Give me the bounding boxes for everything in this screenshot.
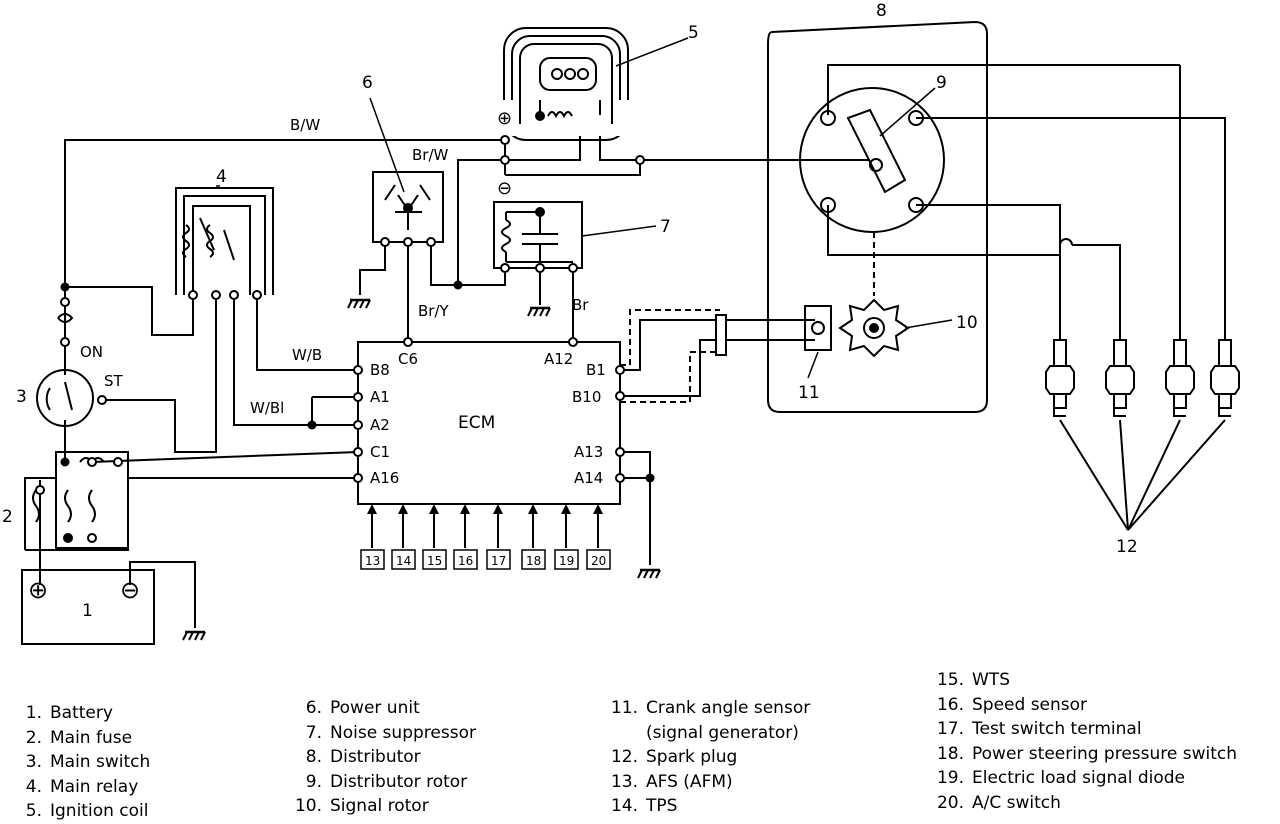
label-1: 1 (82, 601, 93, 621)
legend-column-1: 1.Battery 2.Main fuse 3.Main switch 4.Ma… (2, 701, 151, 824)
input-arrows (367, 504, 603, 514)
main-relay (175, 187, 274, 295)
legend-item: 5.Ignition coil (25, 801, 149, 821)
ecm-input-14: 14 (396, 554, 411, 568)
ecm-input-17: 17 (491, 554, 506, 568)
ecm-pin-c1: C1 (370, 443, 390, 461)
ignition-coil (500, 27, 640, 141)
legend-item: 9.Distributor rotor (305, 771, 468, 792)
power-unit (372, 171, 444, 243)
main-fuse (24, 451, 129, 551)
signal-rotor (838, 298, 910, 358)
spark-plugs (1045, 339, 1240, 417)
shield-connector (715, 314, 727, 356)
label-4: 4 (216, 167, 227, 187)
coil-minus: ⊖ (497, 178, 512, 199)
ecm-pin-a14: A14 (574, 469, 603, 487)
label-12: 12 (1116, 537, 1138, 557)
ecm-title: ECM (458, 413, 495, 433)
wire-wbl: W/Bl (250, 399, 284, 417)
legend-item: 14.TPS (610, 796, 678, 816)
legend-item: 4.Main relay (25, 776, 139, 797)
ecm-pin-a12: A12 (544, 350, 573, 368)
label-7: 7 (660, 217, 671, 237)
ecm-input-20: 20 (591, 554, 606, 568)
label-8: 8 (876, 1, 887, 21)
ecm-box (357, 341, 621, 505)
legend-column-4: 15.WTS 16.Speed sensor 17.Test switch te… (924, 668, 1237, 815)
legend-column-2: 6.Power unit 7.Noise suppressor 8.Distri… (282, 696, 476, 819)
legend-item: 2.Main fuse (25, 727, 133, 748)
ecm-pin-b8: B8 (370, 361, 390, 379)
wire-wb: W/B (292, 346, 322, 364)
ecm-pin-a16: A16 (370, 469, 399, 487)
ecm-pin-b10: B10 (572, 388, 601, 406)
legend-item: 15.WTS (936, 670, 1010, 690)
shield-wire (620, 309, 720, 403)
ecm-pin-a1: A1 (370, 388, 390, 406)
legend-item: 12.Spark plug (610, 747, 738, 767)
wire-br: Br (572, 296, 589, 314)
label-3: 3 (16, 387, 27, 407)
crank-angle-sensor (804, 305, 832, 351)
legend-item: 8.Distributor (305, 747, 421, 767)
distributor (767, 20, 988, 413)
ecm-pin-a13: A13 (574, 443, 603, 461)
ecm-input-15: 15 (427, 554, 442, 568)
legend-item: 3.Main switch (25, 752, 151, 772)
wire-brw: Br/W (412, 146, 449, 164)
legend-item: 18.Power steering pressure switch (936, 743, 1238, 764)
legend-item: (signal generator) (646, 722, 799, 743)
label-10: 10 (956, 313, 978, 333)
battery-minus: ⊖ (120, 576, 140, 604)
label-9: 9 (936, 73, 947, 93)
label-5: 5 (688, 23, 699, 43)
leader-lines (216, 37, 953, 379)
ecm-pin-c6: C6 (398, 350, 418, 368)
switch-st-label: ST (104, 372, 124, 390)
legend-item: 16.Speed sensor (936, 694, 1088, 715)
ecm-input-13: 13 (365, 554, 380, 568)
noise-suppressor (493, 201, 583, 269)
junction-dots (60, 280, 655, 543)
legend-item: 6.Power unit (305, 698, 420, 718)
ecm-input-19: 19 (559, 554, 574, 568)
legend-item: 7.Noise suppressor (305, 722, 476, 743)
legend-item: 11.Crank angle sensor (610, 698, 811, 718)
ecm-input-boxes (360, 549, 611, 570)
switch-on-label: ON (80, 343, 103, 361)
wire-bry: Br/Y (418, 302, 450, 320)
ecm-input-18: 18 (526, 554, 541, 568)
legend-item: 19.Electric load signal diode (936, 768, 1185, 788)
legend-column-3: 11.Crank angle sensor (signal generator)… (598, 696, 810, 819)
ecm-input-16: 16 (458, 554, 473, 568)
wire-bw: B/W (290, 116, 320, 134)
wires (39, 64, 1226, 628)
label-2: 2 (2, 507, 13, 527)
label-11: 11 (798, 383, 820, 403)
legend-item: 13.AFS (AFM) (610, 771, 733, 792)
legend-item: 1.Battery (25, 703, 113, 723)
battery-plus: ⊕ (28, 576, 48, 604)
legend-item: 10.Signal rotor (294, 796, 429, 816)
battery (21, 569, 155, 645)
legend-item: 20.A/C switch (936, 792, 1061, 813)
ecm-pin-a2: A2 (370, 416, 390, 434)
ecm-pin-b1: B1 (586, 361, 606, 379)
legend-item: 17.Test switch terminal (936, 719, 1142, 739)
coil-plus: ⊕ (497, 108, 512, 129)
label-6: 6 (362, 73, 373, 93)
